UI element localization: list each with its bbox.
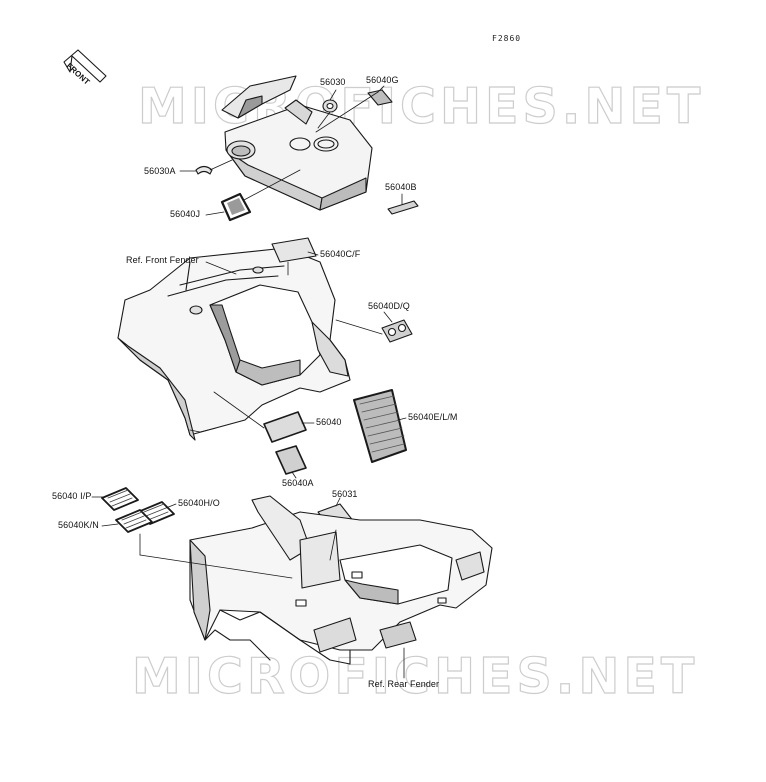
figure-code: F2860 — [492, 34, 522, 43]
label-56040IP: 56040 I/P — [52, 491, 92, 501]
label-56040G: 56040G — [366, 75, 399, 85]
label-56030: 56030 — [320, 77, 346, 87]
label-56040KN-part — [115, 509, 153, 533]
label-56040B: 56040B — [385, 182, 417, 192]
label-56040G-part — [367, 89, 393, 106]
label-ref-rear-fender: Ref. Rear Fender — [368, 679, 440, 689]
label-56040IP-part — [101, 487, 139, 511]
label-56040ELM: 56040E/L/M — [408, 412, 458, 422]
label-56040ELM-part — [353, 389, 407, 463]
label-56040KN: 56040K/N — [58, 520, 99, 530]
label-56040B-part — [387, 200, 419, 215]
label-56031: 56031 — [332, 489, 358, 499]
top-cover-part — [221, 75, 373, 211]
front-fender-part — [117, 247, 351, 441]
watermark-bottom: MICROFICHES.NET — [131, 648, 699, 705]
label-56040CF: 56040C/F — [320, 249, 361, 259]
front-arrow-icon — [63, 49, 107, 83]
label-56040DQ: 56040D/Q — [368, 301, 410, 311]
label-56040A: 56040A — [282, 478, 314, 488]
label-56040A-part — [275, 445, 307, 475]
label-56040CF-part — [271, 237, 317, 263]
label-ref-front-fender: Ref. Front Fender — [126, 255, 199, 265]
leader-lines — [91, 85, 407, 679]
clip-56030A-part — [195, 165, 213, 175]
label-56040J-part — [220, 192, 252, 222]
label-56040DQ-part — [381, 319, 413, 343]
label-56030A: 56030A — [144, 166, 176, 176]
label-56040: 56040 — [316, 417, 342, 427]
label-56040HO: 56040H/O — [178, 498, 220, 508]
label-56040J: 56040J — [170, 209, 201, 219]
label-56040-part — [263, 411, 307, 443]
rear-fender-part — [189, 495, 493, 665]
